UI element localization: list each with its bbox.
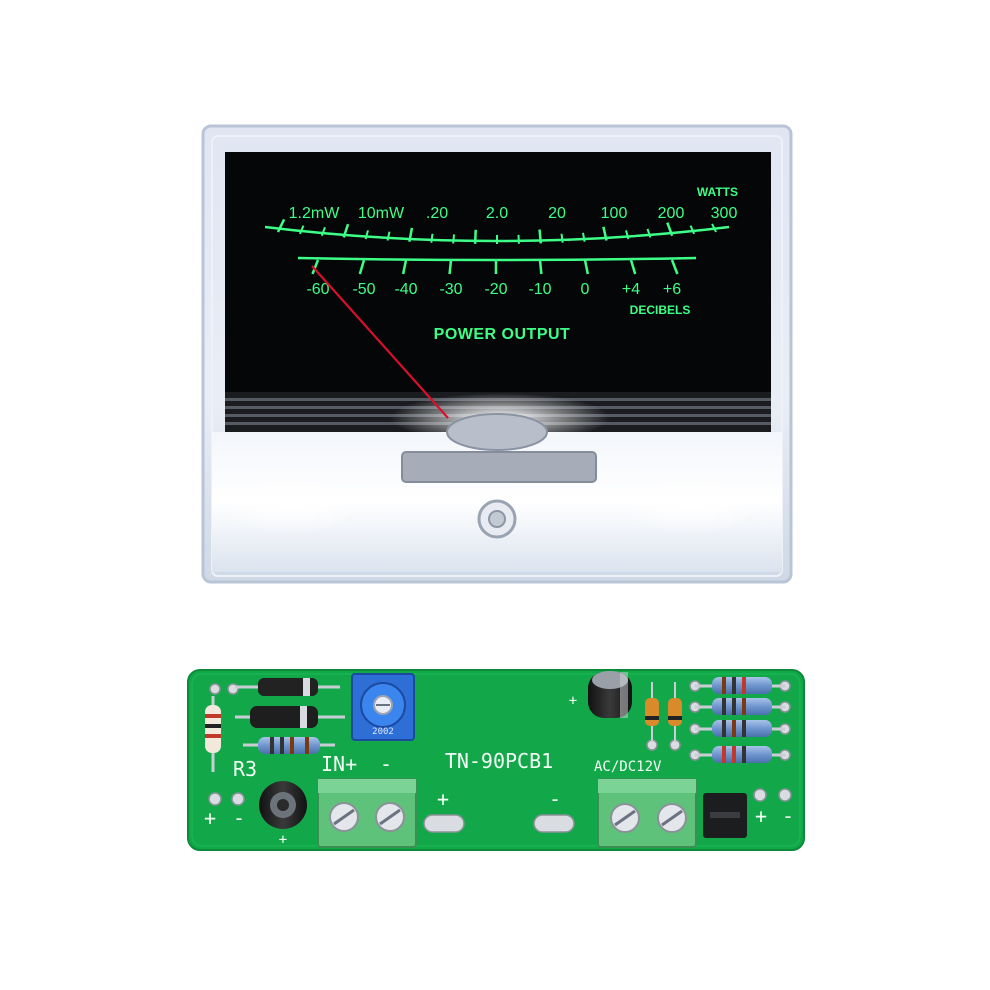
zero-adjust-screw-head [488,510,506,528]
decibels-unit-label: DECIBELS [630,303,691,317]
db-scale-labels: -60 -50 -40 -30 -20 -10 0 +4 +6 [306,281,681,298]
watts-tick-mark [602,226,608,241]
left-minus-label: - [233,806,245,830]
meter-pad-plus[interactable] [423,814,465,833]
watts-tick-mark [538,229,543,244]
electrolytic-capacitor-bottom [259,781,307,829]
db-tick-mark [401,259,408,275]
db-tick-label: -50 [352,281,375,298]
watts-tick-label: 2.0 [486,205,508,222]
watts-tick-mark [342,223,350,238]
resistor-bank-right [695,677,785,763]
diode-d2 [235,706,345,728]
pad-minus-label: - [549,787,561,811]
db-tick-label: -30 [439,281,462,298]
watts-tick-mark [711,223,717,233]
meter-case-inner [211,135,783,577]
db-tick-label: -60 [306,281,329,298]
watts-tick-mark [452,234,456,244]
trimmer-code: 2002 [372,727,394,737]
db-tick-mark [311,259,320,275]
input-minus-label: - [380,752,392,776]
trimmer-potentiometer[interactable]: 2002 [351,673,415,741]
db-tick-mark [670,259,679,275]
watts-tick-marks [276,218,717,244]
pad-plus-label: + [437,787,449,811]
left-plus-label: + [204,806,216,830]
resistor-r1 [243,737,335,754]
input-plus-label: IN+ [321,752,357,776]
resistor-r3 [205,696,221,772]
power-output-title: POWER OUTPUT [434,326,571,343]
watts-tick-label: 1.2mW [289,205,341,222]
cap-plus-marking: + [569,693,577,709]
board-model-label: TN-90PCB1 [445,749,553,773]
db-tick-mark [629,259,637,275]
watts-tick-mark [666,222,674,237]
watts-tick-mark [430,233,434,243]
watts-tick-mark [276,218,286,233]
power-input-label: AC/DC12V [594,759,662,775]
db-tick-label: 0 [581,281,590,298]
db-tick-label: +6 [663,281,681,298]
right-minus-label: - [782,804,794,828]
bridge-rectifier [703,793,747,838]
meter-pad-minus[interactable] [533,814,575,833]
watts-tick-label: 10mW [358,205,405,222]
db-tick-mark [538,259,543,275]
pointer-bridge [401,451,597,483]
watts-tick-label: 100 [601,205,628,222]
watts-tick-mark [364,230,369,240]
db-tick-mark [448,259,453,275]
watts-tick-mark [560,233,564,243]
watts-tick-mark [320,226,326,237]
watts-tick-mark [582,232,586,242]
cap-bottom-plus-marking: + [279,832,287,848]
db-tick-mark [583,259,589,275]
db-scale-arc [297,256,697,262]
db-tick-label: -40 [394,281,417,298]
watts-tick-label: 200 [658,205,685,222]
pcb-edge-highlight [191,673,801,847]
meter-face [225,152,771,392]
db-tick-label: +4 [622,281,640,298]
watts-tick-mark [473,229,477,244]
watts-tick-mark [298,225,305,235]
r3-label: R3 [233,757,257,781]
input-terminal-block[interactable] [317,778,417,848]
db-tick-marks [311,259,679,275]
watts-unit-label: WATTS [697,185,738,199]
needle-pivot [446,413,548,451]
backlight-glow-right [620,475,760,535]
watts-tick-label: 20 [548,205,566,222]
meter-needle [311,265,449,419]
watts-tick-mark [689,225,696,235]
backlight-glow-left [220,475,360,535]
zener-diodes [645,682,682,742]
watts-tick-label: .20 [426,205,448,222]
right-plus-label: + [755,804,767,828]
watts-scale-labels: 1.2mW 10mW .20 2.0 20 100 200 300 [289,205,738,222]
power-terminal-block[interactable] [597,778,697,848]
db-tick-label: -10 [528,281,551,298]
electrolytic-capacitor-top [588,671,632,718]
watts-tick-mark [408,227,414,242]
watts-tick-mark [386,231,391,241]
diode-d1 [235,678,340,696]
watts-tick-label: 300 [711,205,738,222]
watts-tick-mark [646,228,652,238]
driver-pcb: 2002 + [187,669,805,851]
db-tick-mark [358,259,366,275]
db-tick-label: -20 [484,281,507,298]
watts-tick-mark [625,230,630,240]
